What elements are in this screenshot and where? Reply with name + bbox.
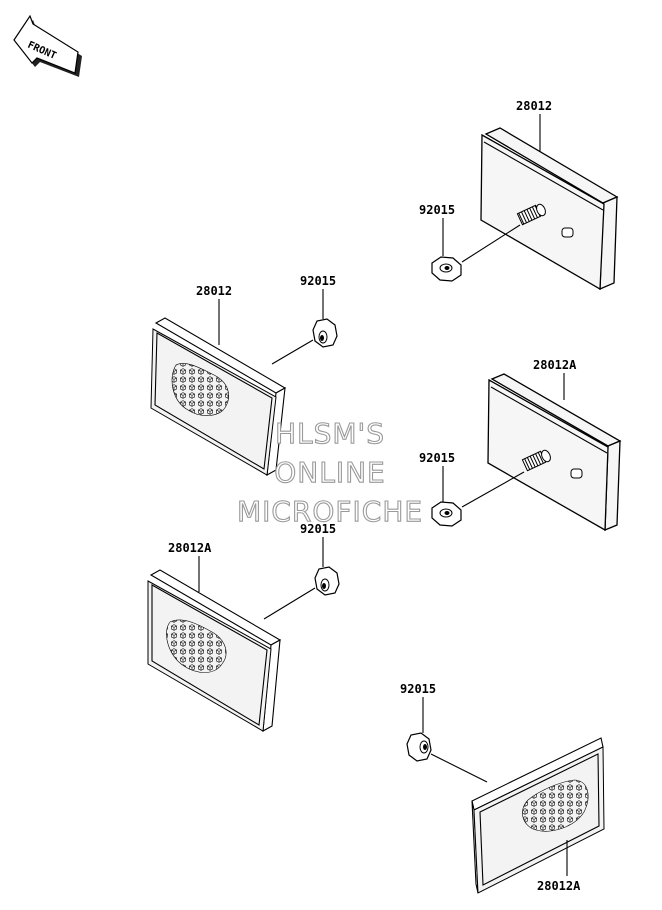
watermark-line-3: MICROFICHE xyxy=(237,495,423,528)
nut-92015-top-right xyxy=(431,256,462,282)
nut-92015-bottom-right xyxy=(406,732,432,762)
part-label: 28012A xyxy=(168,541,212,555)
part-label: 28012A xyxy=(533,358,577,372)
watermark: HLSM'S ONLINE MICROFICHE xyxy=(236,416,423,528)
part-label: 28012 xyxy=(516,99,552,113)
reflector-28012-top-right xyxy=(480,127,619,291)
part-label: 28012A xyxy=(537,879,581,893)
reflector-28012-left xyxy=(150,317,287,476)
nut-92015-lower-left xyxy=(314,566,340,596)
assembly-lines xyxy=(263,224,525,783)
part-labels: 28012 92015 28012 92015 28012A 92015 280… xyxy=(168,99,581,893)
part-label: 92015 xyxy=(300,274,336,288)
part-label: 92015 xyxy=(300,522,336,536)
reflector-28012A-mid-right xyxy=(487,373,622,532)
front-arrow-icon: FRONT xyxy=(13,14,82,77)
watermark-line-1: HLSM'S xyxy=(275,417,385,450)
reflector-28012A-bottom-right xyxy=(471,737,605,894)
nut-92015-mid-right xyxy=(431,501,462,527)
part-label: 92015 xyxy=(419,451,455,465)
part-label: 92015 xyxy=(400,682,436,696)
nut-92015-upper-left xyxy=(312,318,338,348)
part-label: 28012 xyxy=(196,284,232,298)
part-label: 92015 xyxy=(419,203,455,217)
reflector-28012A-lower-left xyxy=(147,569,282,732)
leader-lines xyxy=(198,114,568,876)
watermark-line-2: ONLINE xyxy=(274,456,385,489)
